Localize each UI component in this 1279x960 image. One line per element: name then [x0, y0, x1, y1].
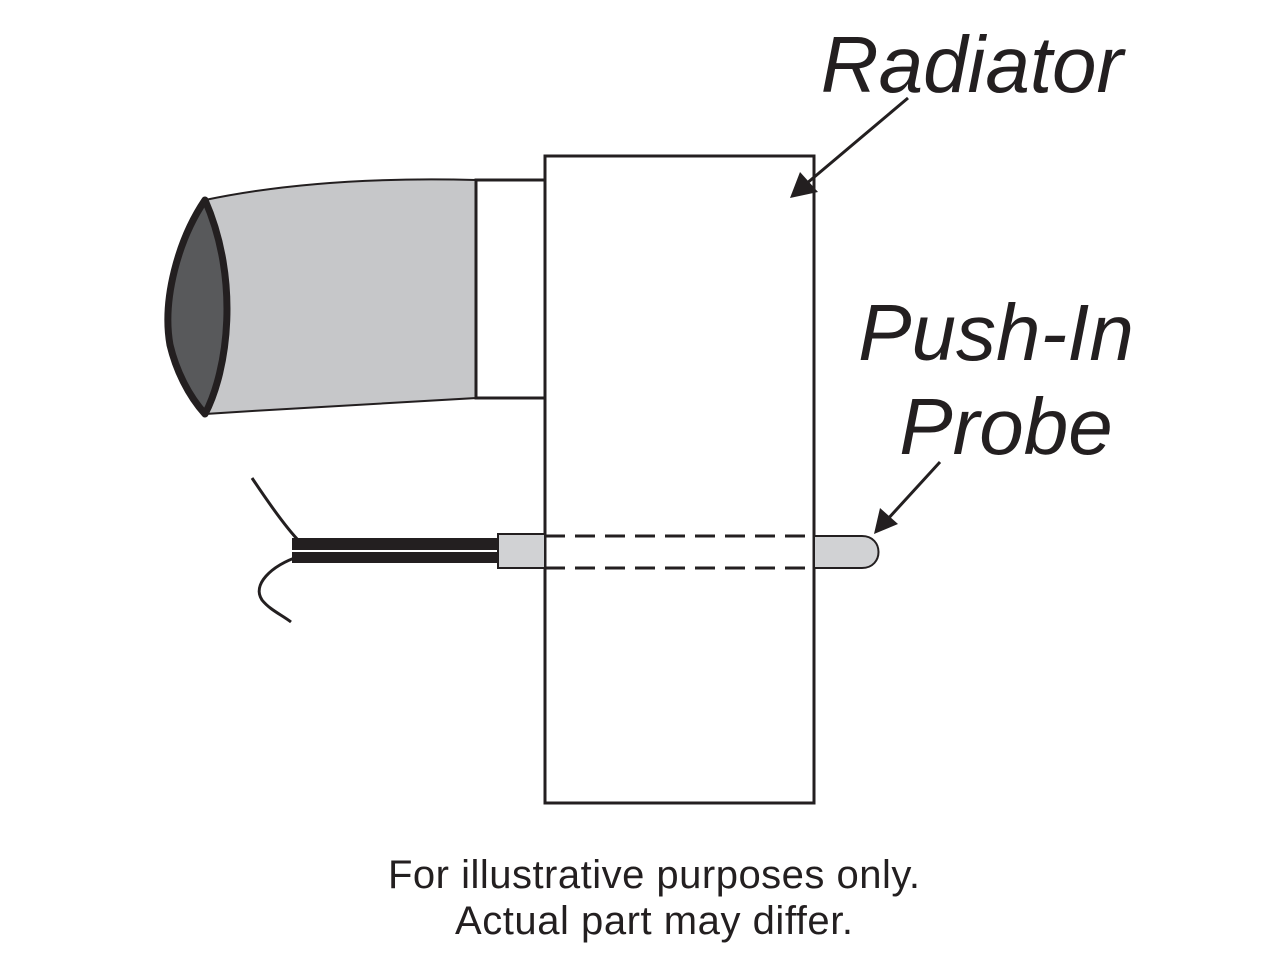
disclaimer-line1: For illustrative purposes only. — [388, 853, 920, 897]
hose-inlet-neck — [474, 178, 547, 400]
disclaimer-line2: Actual part may differ. — [455, 899, 853, 943]
radiator-arrow — [790, 96, 909, 198]
radiator-label: Radiator — [821, 20, 1127, 109]
probe-arrow — [874, 460, 942, 534]
probe-tip — [813, 535, 880, 569]
radiator-body — [543, 154, 816, 805]
probe-wire-upper — [250, 477, 302, 544]
probe-label-line1: Push-In — [858, 288, 1134, 377]
radiator-hose — [203, 178, 477, 416]
probe-sleeve — [497, 533, 546, 569]
probe-wire-lower — [257, 554, 301, 624]
probe-label-line2: Probe — [899, 382, 1112, 471]
hose-opening — [164, 196, 231, 418]
